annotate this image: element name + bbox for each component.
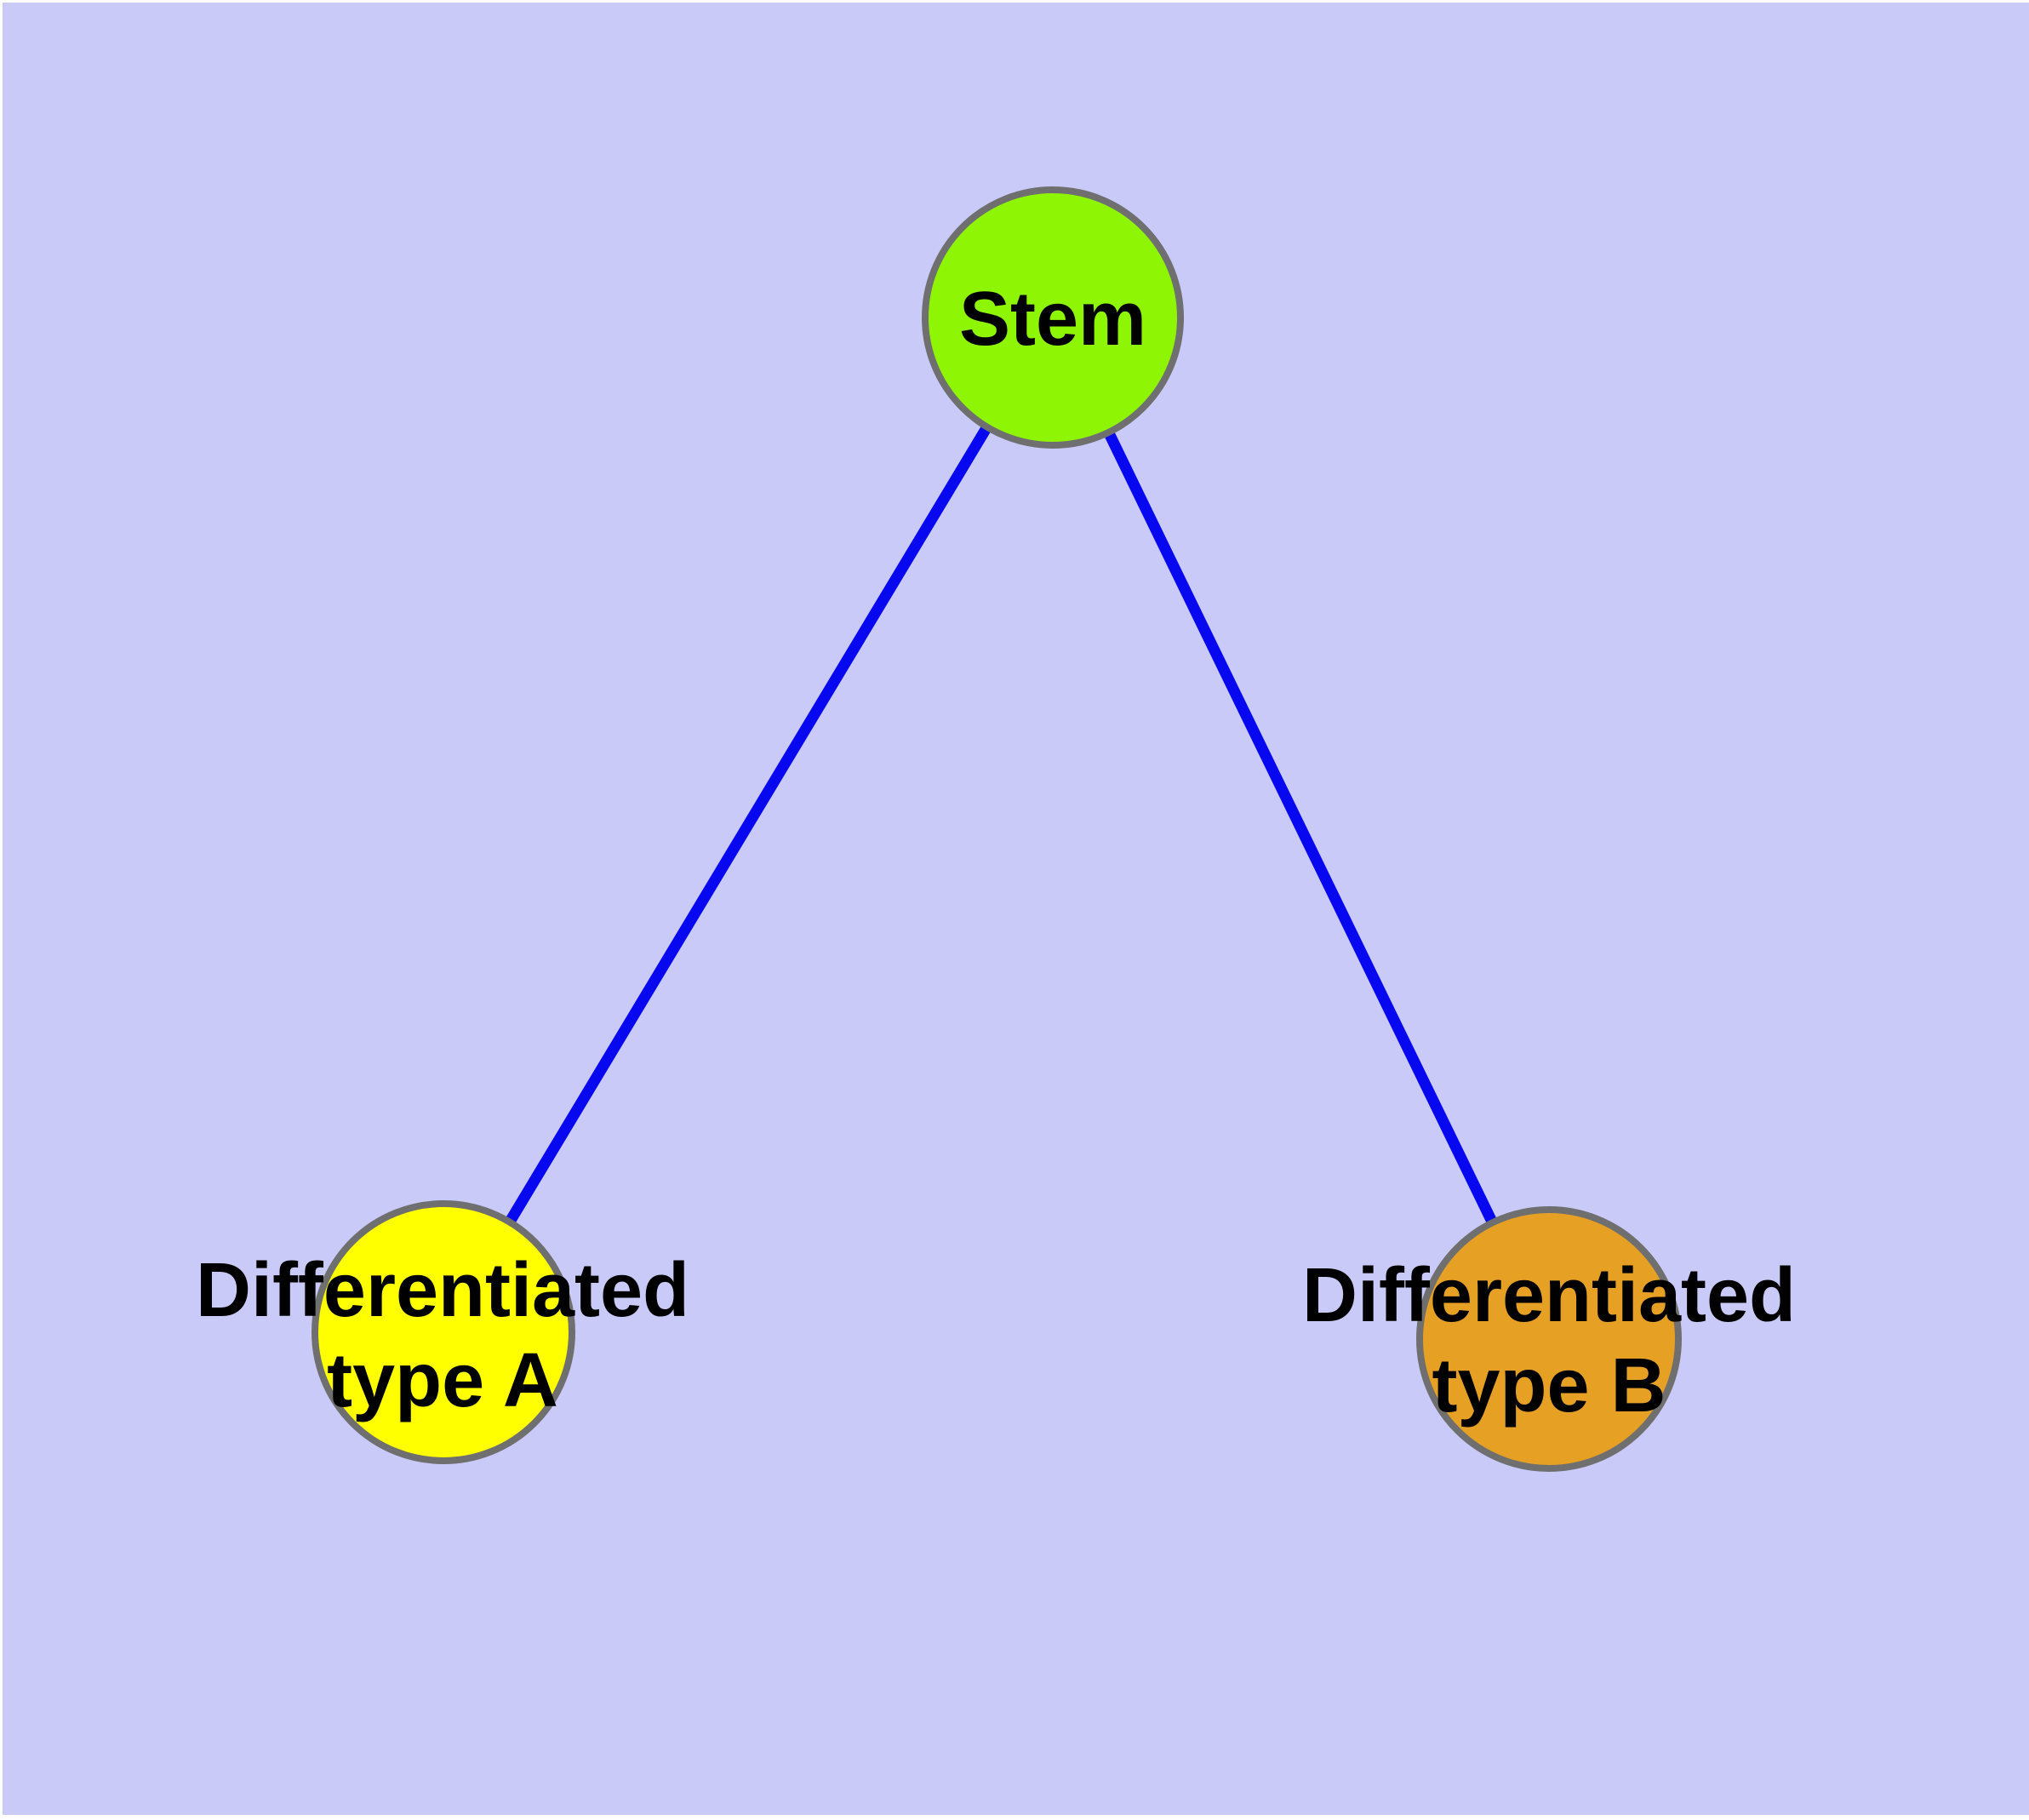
node-differentiated-type-b (1416, 1206, 1682, 1472)
node-differentiated-type-a (311, 1200, 575, 1464)
node-stem-label: Stem (959, 277, 1146, 362)
node-type-a-label-line1: Differentiated (196, 1248, 689, 1333)
edge-stem-to-type-b (1048, 315, 1554, 1342)
edge-stem-to-type-a (438, 314, 1058, 1336)
node-stem (922, 186, 1184, 449)
node-type-b-label-line2: type B (1432, 1343, 1666, 1428)
node-type-a-label-line2: type A (327, 1338, 558, 1423)
node-type-b-label-line1: Differentiated (1302, 1253, 1796, 1338)
